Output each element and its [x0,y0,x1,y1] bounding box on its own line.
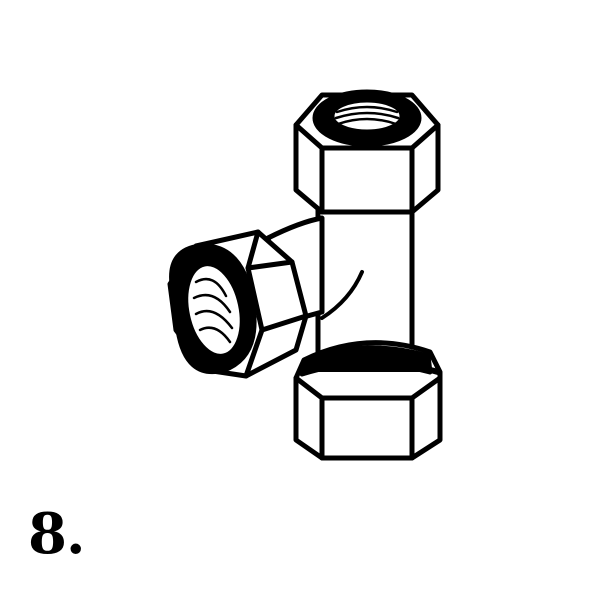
figure-number-label: 8. [28,501,85,567]
side-hex-nut [167,229,309,379]
top-hex-nut [293,89,441,215]
bottom-hex-nut [293,340,443,461]
